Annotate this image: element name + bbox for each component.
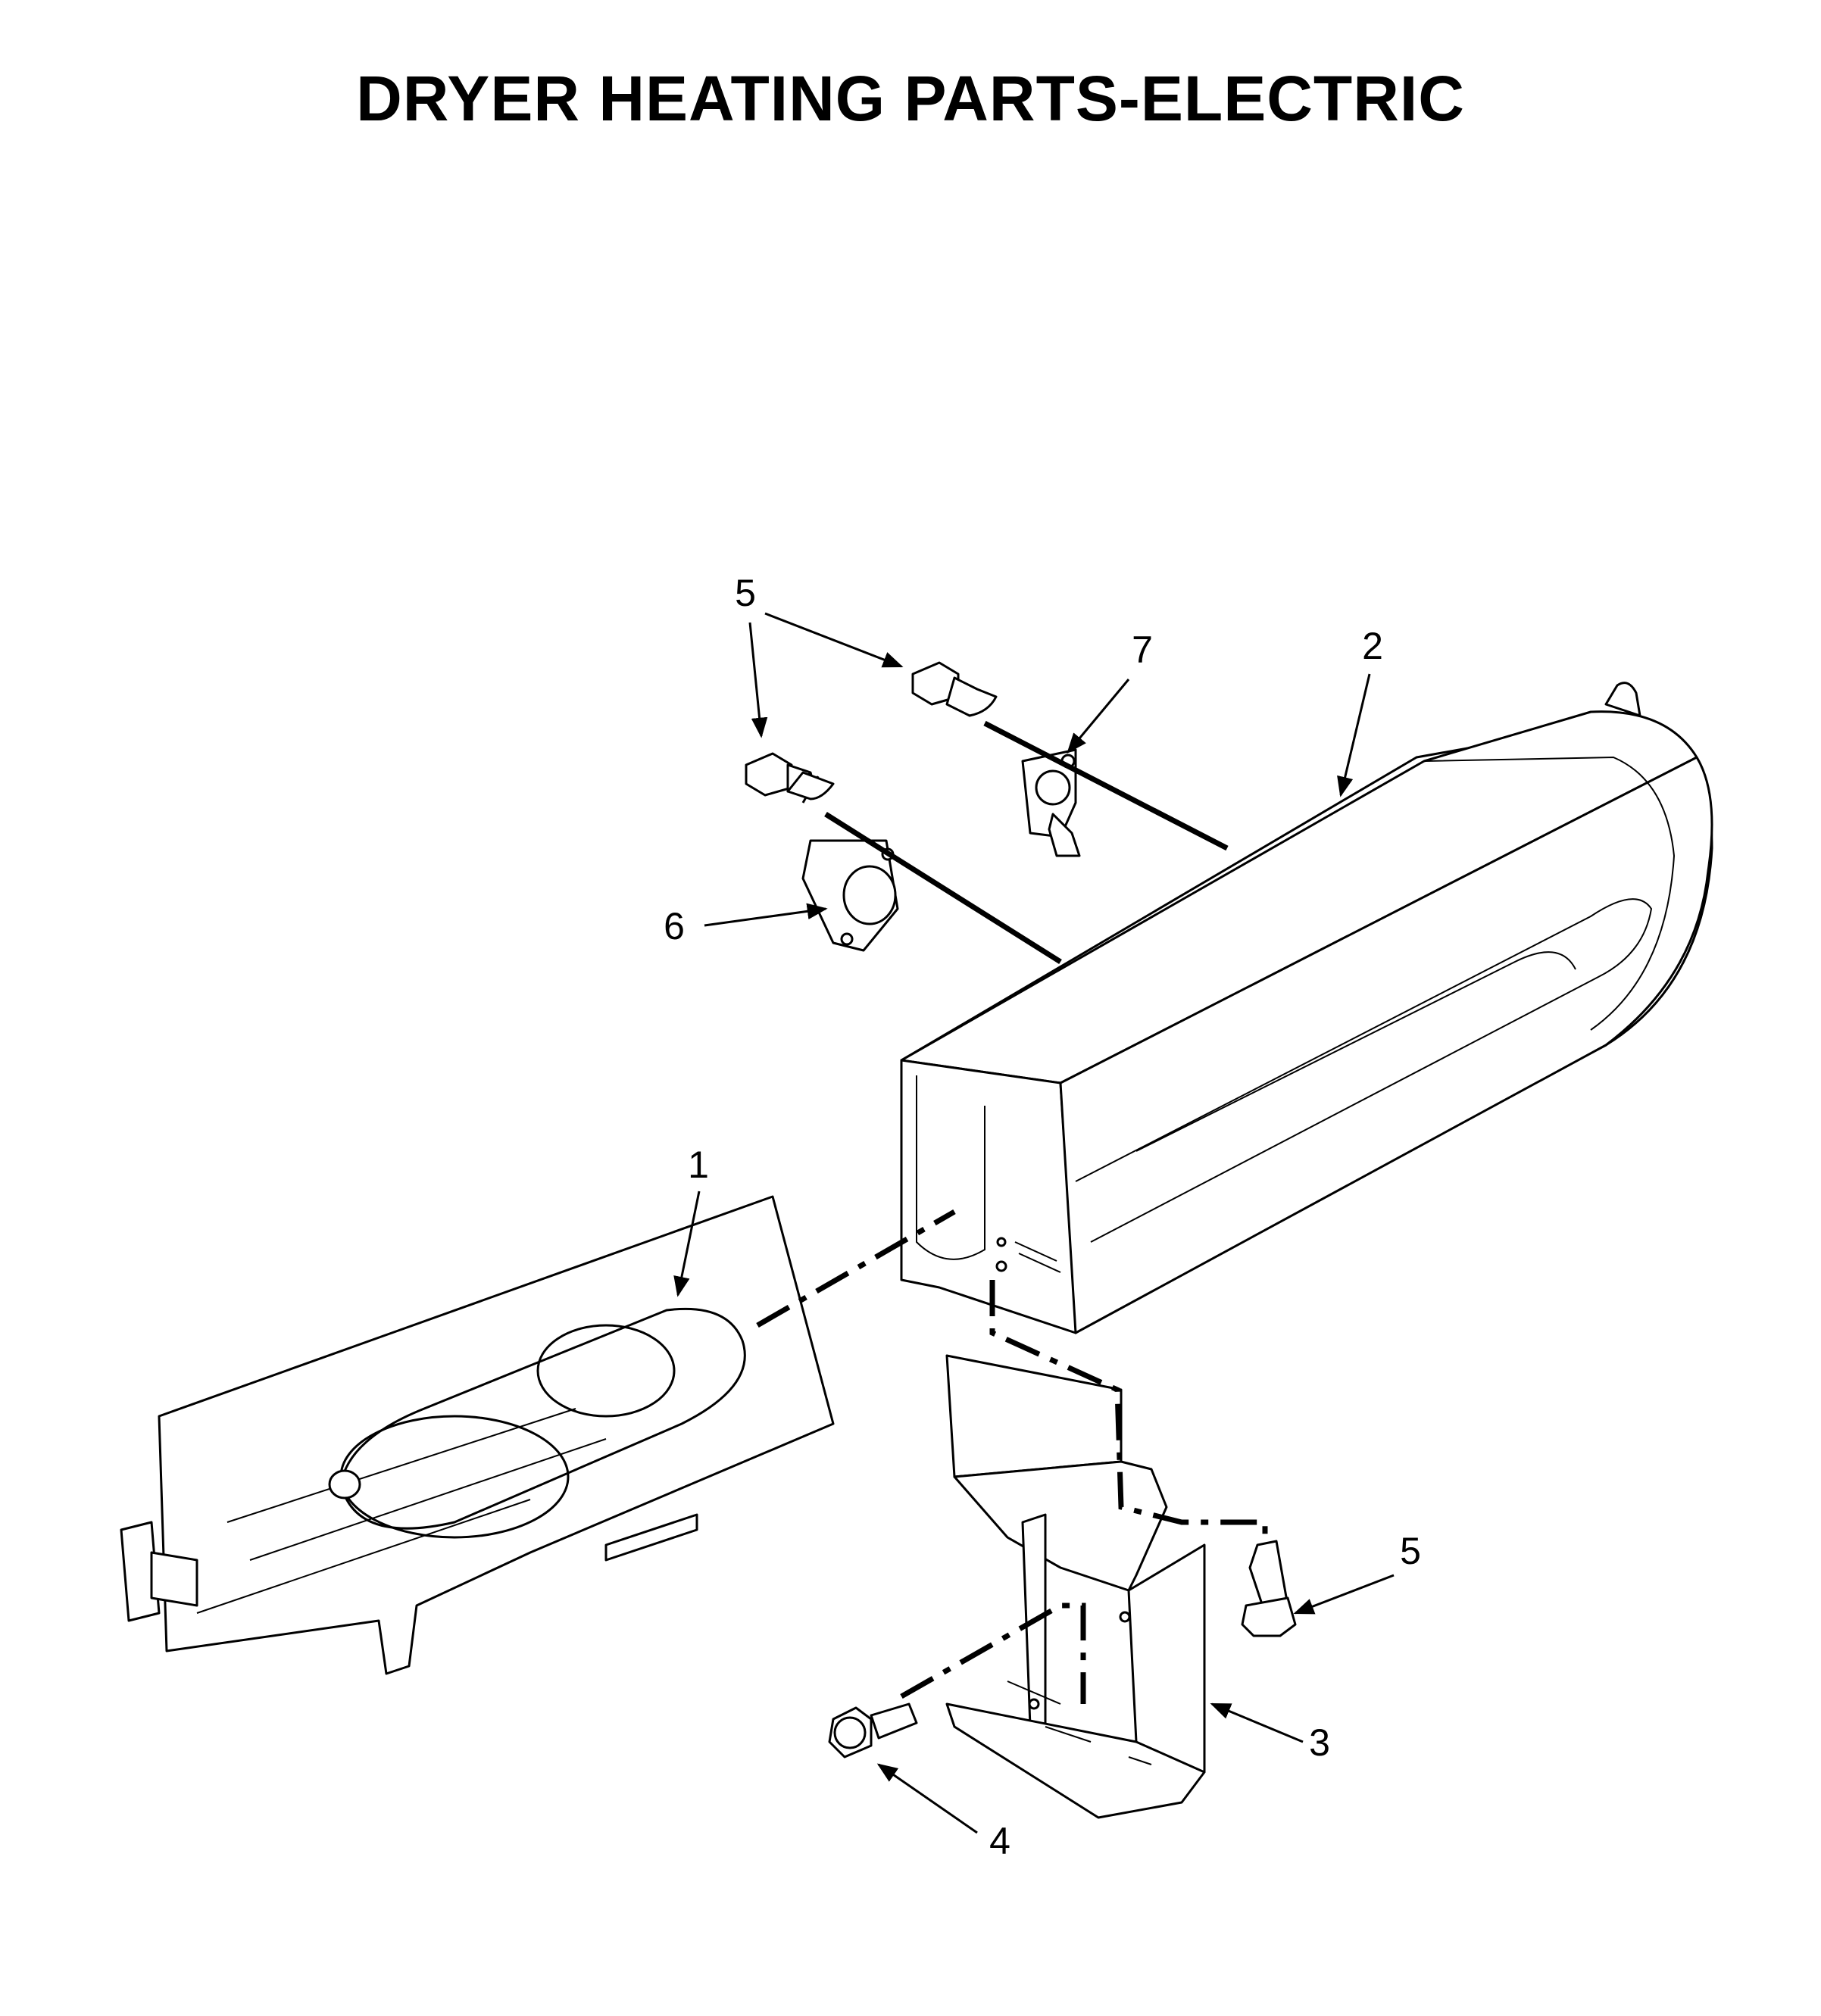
heater-housing bbox=[900, 682, 1713, 1334]
leader-arrows bbox=[673, 612, 1395, 1834]
heating-element bbox=[120, 1195, 835, 1675]
screw-5-upper-left bbox=[745, 752, 835, 804]
screw-5-upper-right bbox=[911, 661, 998, 717]
callout-7: 7 bbox=[1132, 629, 1153, 671]
screw-5-lower bbox=[1241, 1540, 1297, 1637]
callout-1: 1 bbox=[688, 1144, 709, 1186]
callout-2: 2 bbox=[1362, 625, 1383, 667]
page-title: DRYER HEATING PARTS-ELECTRIC bbox=[356, 63, 1465, 134]
callout-5-bottom: 5 bbox=[1400, 1530, 1421, 1572]
assembly-lines bbox=[756, 720, 1268, 1704]
callout-6: 6 bbox=[664, 905, 685, 947]
thermostat-7 bbox=[1021, 748, 1081, 857]
callout-3: 3 bbox=[1309, 1721, 1330, 1764]
callout-5-top: 5 bbox=[735, 572, 756, 614]
callout-4: 4 bbox=[989, 1820, 1010, 1862]
thermostat-6 bbox=[801, 839, 899, 952]
screw-4 bbox=[828, 1702, 918, 1759]
mounting-bracket bbox=[945, 1354, 1206, 1819]
